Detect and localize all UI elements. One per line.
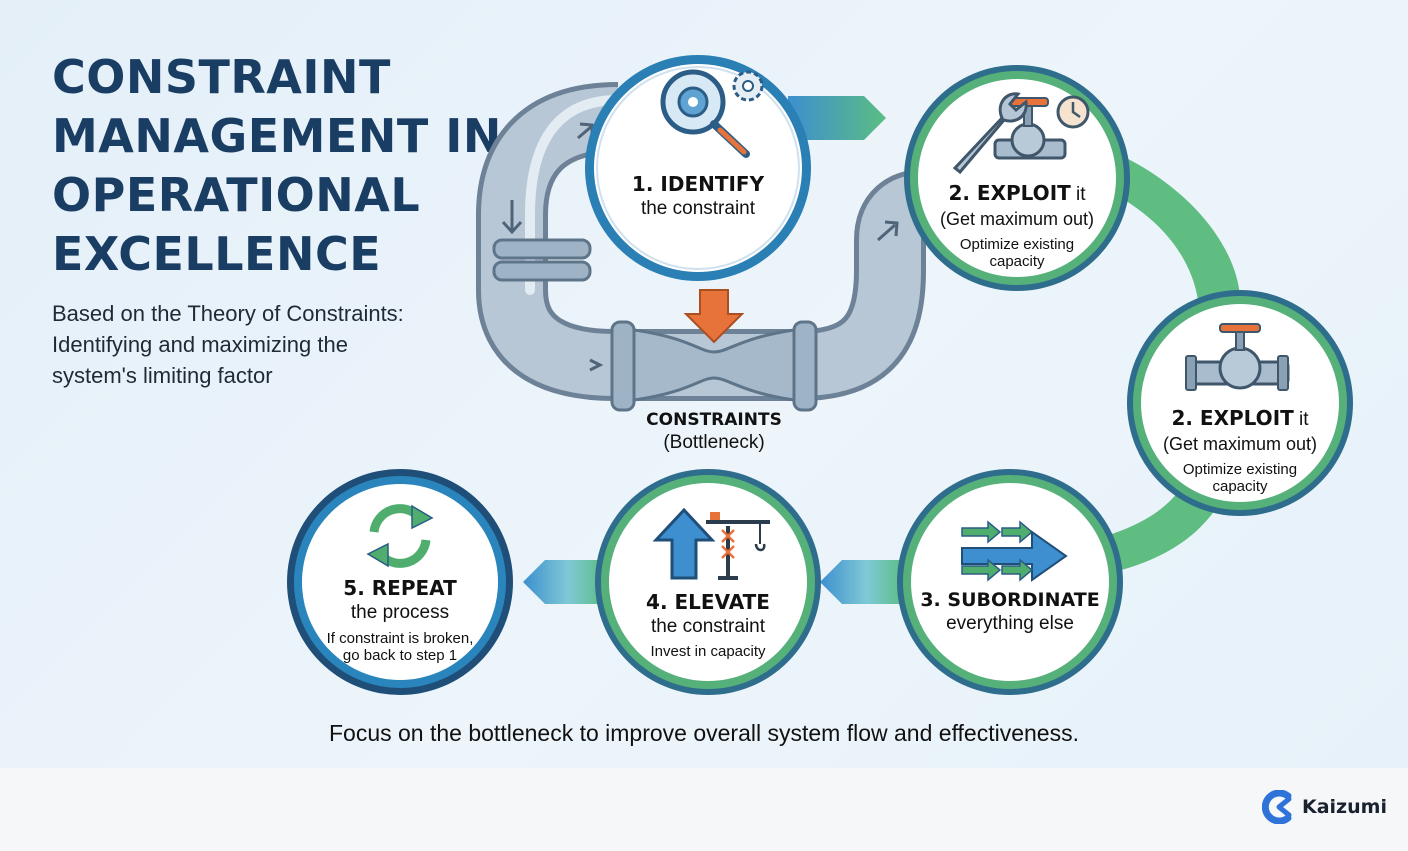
step-exploit-repeat-heading: 2. EXPLOIT it [1140, 406, 1340, 431]
step-subordinate-heading: 3. SUBORDINATE [920, 589, 1100, 611]
step-circle-repeat [287, 469, 513, 695]
step-exploit-repeat-heading-main: 2. EXPLOIT [1171, 406, 1294, 430]
cycle-arrows-icon [366, 504, 434, 568]
flow-arrow-3-to-4 [820, 560, 905, 604]
step-subordinate-text: 3. SUBORDINATE everything else [910, 589, 1110, 635]
step-exploit-text: 2. EXPLOIT it (Get maximum out) Optimize… [917, 181, 1117, 270]
pipe-illustration [476, 82, 928, 412]
title-line: EXCELLENCE [52, 227, 382, 281]
page-title: CONSTRAINT MANAGEMENT IN OPERATIONAL EXC… [52, 48, 522, 284]
step-circle-identify [585, 55, 811, 281]
step-circle-elevate [595, 469, 821, 695]
step-elevate-heading: 4. ELEVATE [646, 590, 770, 614]
step-circle-exploit-repeat [1127, 290, 1353, 516]
brand-name: Kaizumi [1302, 796, 1387, 818]
subtitle-line: system's limiting factor [52, 363, 273, 388]
step-exploit-repeat-detail-line: capacity [1212, 478, 1268, 495]
step-repeat-detail-line: go back to step 1 [342, 647, 458, 664]
step-repeat-sub: the process [350, 602, 450, 623]
bottleneck-arrow-icon [683, 289, 745, 344]
step-exploit-detail-line: capacity [989, 253, 1045, 270]
step-repeat-text: 5. REPEAT the process If constraint is b… [300, 576, 500, 664]
subtitle-line: Identifying and maximizing the [52, 332, 348, 357]
step-elevate-text: 4. ELEVATE the constraint Invest in capa… [608, 590, 808, 660]
bottleneck-callout: CONSTRAINTS (Bottleneck) [614, 410, 814, 454]
step-elevate-sub: the constraint [650, 616, 766, 637]
magnifier-gears-icon [660, 69, 764, 158]
arrow-up-crane-icon [652, 507, 770, 580]
step-subordinate-sub: everything else [946, 613, 1074, 634]
step-identify-sub: the constraint [640, 198, 756, 219]
step-exploit-repeat-sub: (Get maximum out) [1162, 434, 1318, 454]
bottleneck-label: CONSTRAINTS [646, 410, 782, 430]
valve-icon [1185, 323, 1290, 391]
tagline: Focus on the bottleneck to improve overa… [328, 720, 1079, 746]
title-line: MANAGEMENT IN [52, 109, 502, 163]
flow-arrow-1-to-2 [788, 96, 886, 140]
wrench-valve-clock-icon [952, 92, 1090, 175]
brand: Kaizumi [1262, 790, 1387, 824]
step-exploit-heading: 2. EXPLOIT it [917, 181, 1117, 206]
step-exploit-sub: (Get maximum out) [939, 209, 1095, 229]
step-identify-text: 1. IDENTIFY the constraint [598, 172, 798, 220]
footer-band [0, 768, 1408, 851]
cycle-diagram [287, 55, 1353, 695]
subtitle-line: Based on the Theory of Constraints: [52, 301, 404, 326]
step-exploit-repeat-text: 2. EXPLOIT it (Get maximum out) Optimize… [1140, 406, 1340, 495]
step-identify-heading: 1. IDENTIFY [631, 172, 765, 196]
title-line: CONSTRAINT [52, 50, 391, 104]
step-circle-subordinate [897, 469, 1123, 695]
step-elevate-detail-line: Invest in capacity [650, 643, 766, 660]
step-exploit-heading-tail: it [1070, 184, 1086, 205]
step-exploit-heading-main: 2. EXPLOIT [948, 181, 1071, 205]
step-exploit-detail-line: Optimize existing [959, 236, 1075, 253]
flow-arrow-2b-to-3 [1092, 492, 1215, 575]
step-exploit-repeat-detail-line: Optimize existing [1182, 461, 1298, 478]
title-line: OPERATIONAL [52, 168, 421, 222]
step-exploit-repeat-heading-tail: it [1293, 409, 1309, 430]
arrows-icon [961, 520, 1068, 582]
bottleneck-sublabel: (Bottleneck) [663, 432, 765, 453]
flow-arrow-4-to-5 [523, 560, 605, 604]
step-repeat-heading: 5. REPEAT [343, 576, 457, 600]
step-repeat-detail-line: If constraint is broken, [326, 630, 474, 647]
page-subtitle: Based on the Theory of Constraints: Iden… [52, 298, 492, 391]
kaizumi-logo-icon [1262, 790, 1292, 824]
